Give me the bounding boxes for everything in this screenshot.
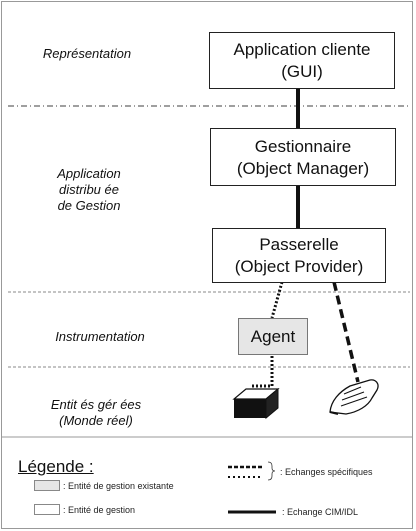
object-manager-label: Gestionnaire bbox=[254, 137, 352, 156]
managed-entity-box-icon bbox=[232, 387, 280, 420]
zone-label-application-line2: distribu ée bbox=[59, 182, 119, 197]
agent-label: Agent bbox=[250, 327, 296, 346]
zone-label-representation: Représentation bbox=[42, 46, 132, 61]
legend-specific-exchanges-sample bbox=[228, 461, 276, 481]
object-manager-box: Gestionnaire (Object Manager) bbox=[210, 128, 396, 186]
zone-label-managed-line1: Entit és gér ées bbox=[50, 397, 142, 412]
connector-provider-agent bbox=[270, 281, 284, 319]
legend-existing-entity-label: : Entité de gestion existante bbox=[63, 481, 174, 491]
legend-cim-exchange-label: : Echange CIM/IDL bbox=[282, 507, 359, 517]
zone-label-application: Application distribu ée de Gestion bbox=[34, 166, 144, 214]
zone-label-managed-line2: (Monde réel) bbox=[59, 413, 133, 428]
application-client-label: Application cliente bbox=[233, 40, 371, 59]
object-manager-sublabel: (Object Manager) bbox=[236, 159, 370, 178]
zone-label-instrumentation: Instrumentation bbox=[55, 329, 145, 344]
zone-label-managed-entities: Entit és gér ées (Monde réel) bbox=[36, 397, 156, 429]
object-provider-box: Passerelle (Object Provider) bbox=[212, 228, 386, 283]
legend-title: Légende : bbox=[18, 457, 94, 476]
application-client-box: Application cliente (GUI) bbox=[209, 32, 395, 89]
connector-agent-box bbox=[252, 356, 274, 388]
legend-existing-entity-swatch bbox=[34, 480, 60, 491]
managed-entity-hand-icon bbox=[329, 379, 379, 415]
zone-label-application-line3: de Gestion bbox=[57, 198, 121, 213]
application-client-sublabel: (GUI) bbox=[281, 62, 323, 81]
agent-box: Agent bbox=[238, 318, 308, 355]
object-provider-sublabel: (Object Provider) bbox=[234, 257, 364, 276]
connector-provider-hand bbox=[332, 281, 360, 383]
zone-label-application-line1: Application bbox=[57, 166, 121, 181]
object-provider-label: Passerelle bbox=[259, 235, 339, 254]
legend-specific-exchanges-label: : Echanges spécifiques bbox=[280, 467, 373, 477]
legend-management-entity-swatch bbox=[34, 504, 60, 515]
legend-management-entity-label: : Entité de gestion bbox=[63, 505, 136, 515]
